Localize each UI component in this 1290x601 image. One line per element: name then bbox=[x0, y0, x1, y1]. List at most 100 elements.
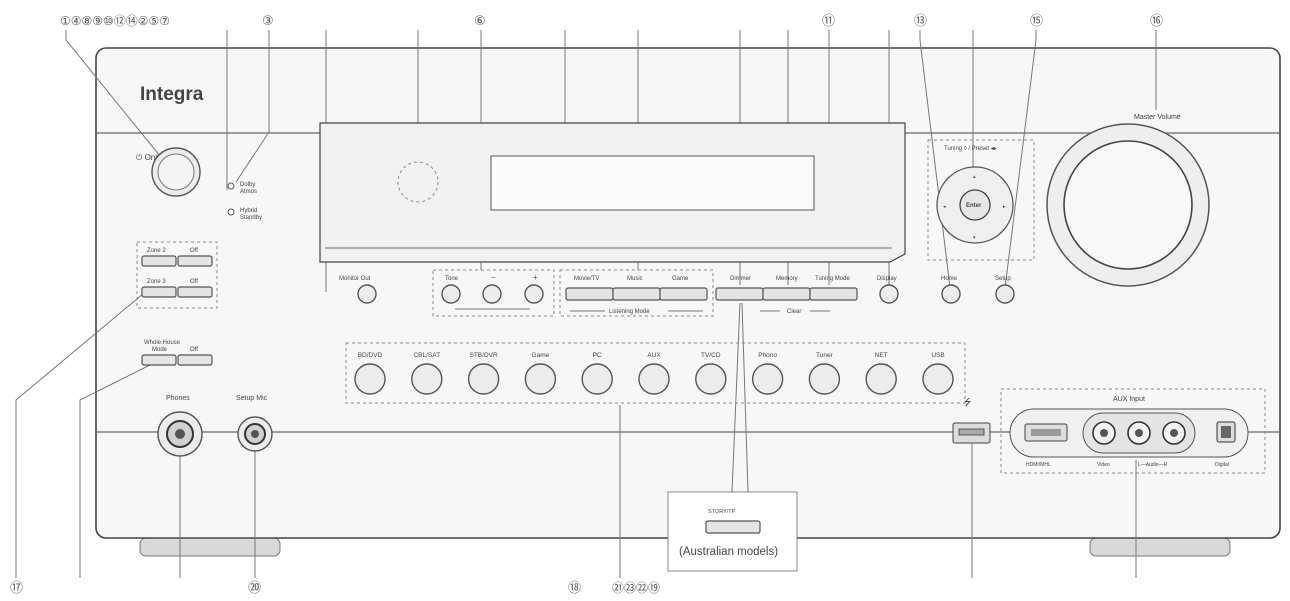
zone3-button[interactable] bbox=[141, 286, 177, 298]
selector-button-usb[interactable] bbox=[922, 363, 954, 395]
listening-mode-label: Listening Mode bbox=[609, 309, 650, 315]
dolby-label-2: Atmos bbox=[240, 189, 257, 195]
monitor-out-label: Monitor Out bbox=[339, 276, 371, 282]
selector-button-tuner[interactable] bbox=[808, 363, 841, 395]
home-button[interactable] bbox=[941, 284, 961, 304]
phones-label: Phones bbox=[166, 395, 190, 402]
callout-15: ⑮ bbox=[1030, 14, 1043, 29]
selector-button-stb-dvr[interactable] bbox=[467, 363, 500, 395]
power-icon: ⏻ bbox=[136, 153, 145, 162]
selector-label-usb: USB bbox=[931, 352, 944, 359]
display-label: Display bbox=[877, 276, 897, 282]
selector-label-bd-dvd: BD/DVD bbox=[358, 352, 383, 359]
selector-button-phono[interactable] bbox=[751, 363, 784, 395]
leader-dolby bbox=[235, 30, 270, 183]
memory-button[interactable] bbox=[762, 287, 811, 301]
setup-button[interactable] bbox=[995, 284, 1015, 304]
listening-group bbox=[559, 269, 714, 317]
music-button[interactable] bbox=[612, 287, 661, 301]
right-foot bbox=[1089, 537, 1231, 557]
digital-label: Digital bbox=[1215, 462, 1229, 468]
zone3-off-label: Off bbox=[190, 279, 198, 285]
hybrid-standby-indicator bbox=[227, 208, 235, 216]
game-mode-button[interactable] bbox=[659, 287, 708, 301]
dolby-label-1: Dolby bbox=[240, 182, 255, 188]
phones-jack-hole bbox=[175, 429, 185, 439]
enter-button[interactable] bbox=[959, 189, 991, 221]
leader-inset-a bbox=[731, 302, 741, 493]
callout-20: ⑳ bbox=[248, 581, 261, 596]
whole-house-label-2: Mode bbox=[152, 347, 168, 353]
dimmer-button[interactable] bbox=[715, 287, 764, 301]
aux-input-group bbox=[1000, 388, 1266, 474]
selector-label-cbl-sat: CBL/SAT bbox=[413, 352, 440, 359]
tone-button[interactable] bbox=[441, 284, 461, 304]
video-jack-hole bbox=[1100, 429, 1108, 437]
callout-3: ③ bbox=[262, 14, 274, 29]
callout-16: ⑯ bbox=[1150, 14, 1163, 29]
tuning-mode-label: Tuning Mode bbox=[815, 276, 850, 282]
selector-button-net[interactable] bbox=[865, 363, 897, 395]
callout-18: ⑱ bbox=[568, 581, 581, 596]
tuning-up-icon: ▴ bbox=[973, 174, 976, 180]
zone3-label: Zone 3 bbox=[147, 279, 166, 285]
callout-13: ⑬ bbox=[914, 14, 927, 29]
home-label: Home bbox=[941, 276, 958, 282]
tone-minus-button[interactable] bbox=[482, 284, 502, 304]
whole-house-label-1: Whole House bbox=[144, 340, 181, 346]
power-button-face[interactable] bbox=[157, 153, 195, 191]
movie-tv-button[interactable] bbox=[565, 287, 614, 301]
callout-group-21: ㉑㉓㉒⑲ bbox=[612, 581, 660, 595]
whole-house-mode-button[interactable] bbox=[141, 354, 177, 366]
input-selector-group bbox=[345, 342, 966, 404]
selector-button-cbl-sat[interactable] bbox=[411, 363, 443, 395]
selector-button-pc[interactable] bbox=[581, 363, 613, 395]
dolby-atmos-indicator bbox=[227, 182, 235, 190]
selector-button-game[interactable] bbox=[524, 363, 557, 395]
tone-group bbox=[432, 269, 555, 317]
tone-plus-label: + bbox=[533, 273, 538, 282]
tone-plus-button[interactable] bbox=[524, 284, 544, 304]
callout-6: ⑥ bbox=[474, 14, 486, 29]
game-mode-label: Game bbox=[672, 276, 689, 282]
selector-button-tv-cd[interactable] bbox=[695, 363, 727, 395]
zone2-off-button[interactable] bbox=[177, 255, 213, 267]
tuning-group bbox=[927, 139, 1035, 261]
usb-port-tongue bbox=[958, 428, 985, 436]
digital-port-window bbox=[1221, 426, 1231, 438]
tuning-label: Tuning ◊ / Preset ◂▸ bbox=[944, 145, 997, 152]
selector-label-tuner: Tuner bbox=[816, 352, 834, 359]
monitor-out-button[interactable] bbox=[357, 284, 377, 304]
setup-label: Setup bbox=[995, 276, 1011, 282]
zone2-button[interactable] bbox=[141, 255, 177, 267]
clear-label: Clear bbox=[787, 309, 801, 315]
story-tp-button[interactable] bbox=[705, 520, 761, 534]
preset-right-icon: ▸ bbox=[1003, 204, 1006, 210]
zone2-label: Zone 2 bbox=[147, 248, 166, 254]
display-button[interactable] bbox=[879, 284, 899, 304]
audio-label: L—Audio—R bbox=[1138, 462, 1168, 468]
audio-right-jack-hole bbox=[1170, 429, 1178, 437]
aux-input-title: AUX Input bbox=[1113, 396, 1145, 403]
tone-label: Tone bbox=[445, 276, 459, 282]
master-volume-label: Master Volume bbox=[1134, 114, 1181, 121]
hdmi-mhl-label: HDMI/MHL bbox=[1026, 462, 1051, 468]
callout-group-1: ①④⑧⑨⑩⑫⑭②⑤⑦ bbox=[60, 14, 170, 28]
selector-button-aux[interactable] bbox=[638, 363, 670, 395]
remote-sensor bbox=[397, 161, 439, 203]
enter-label: Enter bbox=[966, 203, 982, 209]
whole-house-off-button[interactable] bbox=[177, 354, 213, 366]
setup-mic-jack-hole bbox=[251, 430, 259, 438]
selector-button-bd-dvd[interactable] bbox=[354, 363, 386, 395]
audio-left-jack-hole bbox=[1135, 429, 1143, 437]
selector-label-aux: AUX bbox=[647, 352, 661, 359]
hybrid-label-2: Standby bbox=[240, 215, 262, 221]
tuning-mode-button[interactable] bbox=[809, 287, 858, 301]
zone3-off-button[interactable] bbox=[177, 286, 213, 298]
leader-power bbox=[65, 30, 174, 173]
zone2-off-label: Off bbox=[190, 248, 198, 254]
whole-house-off-label: Off bbox=[190, 347, 198, 353]
master-volume-knob[interactable] bbox=[1063, 140, 1193, 270]
